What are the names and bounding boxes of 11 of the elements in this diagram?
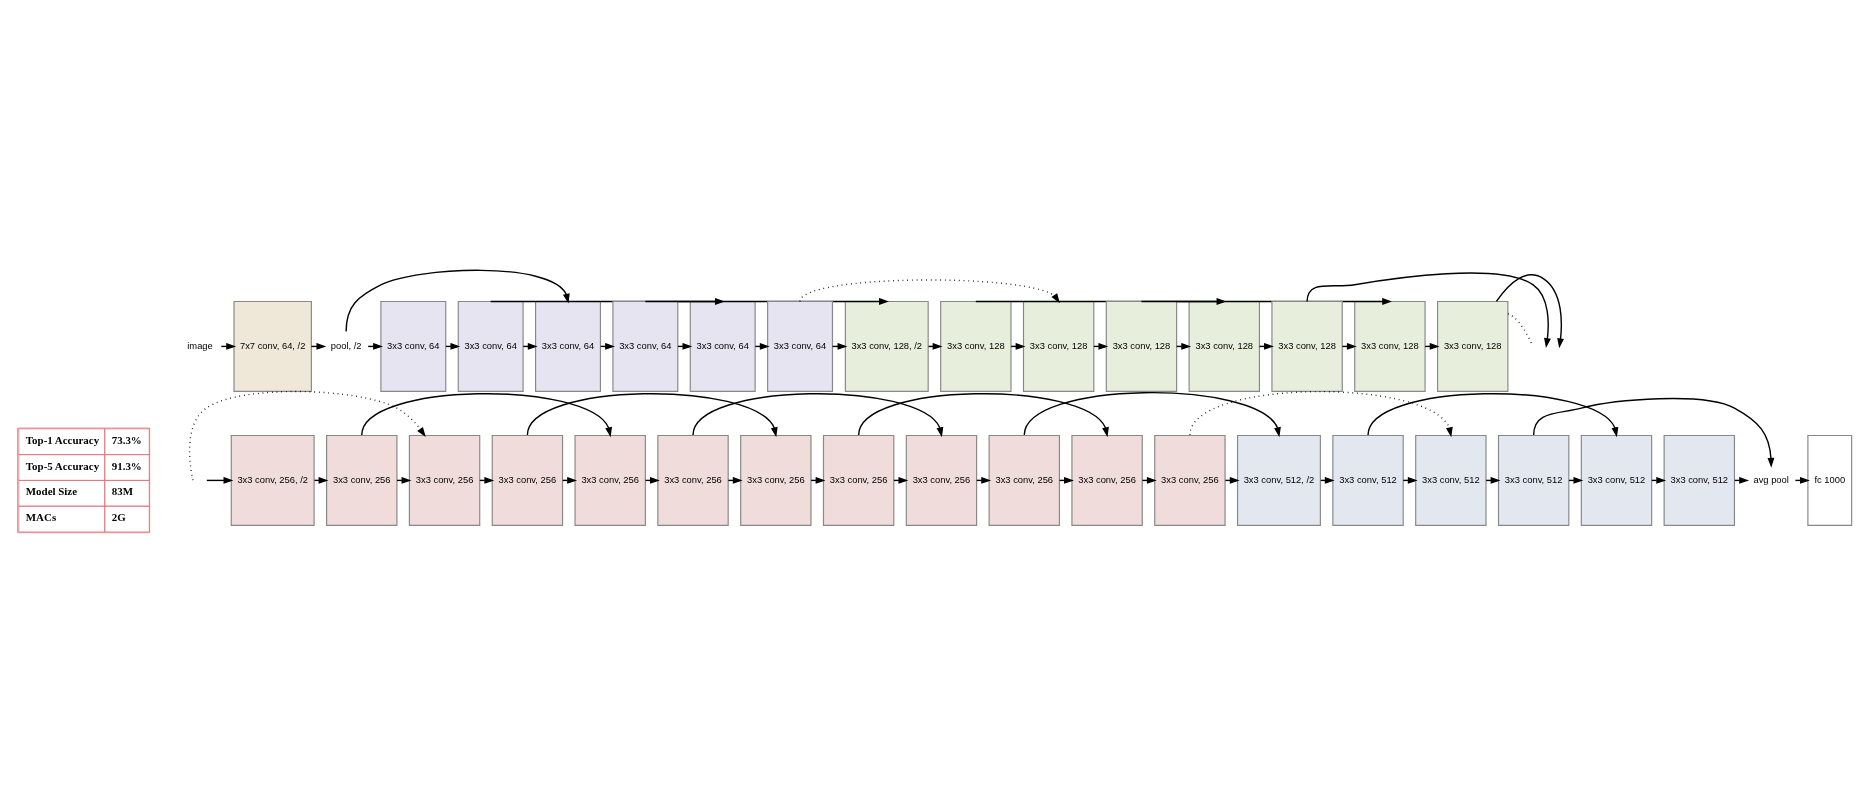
label: MACs xyxy=(25,510,57,523)
label: 83M xyxy=(111,484,133,497)
label: 91.3% xyxy=(111,459,142,472)
node-text: pool, /2 xyxy=(330,340,362,351)
node-text: image xyxy=(187,340,213,351)
node-text: avg pool xyxy=(1753,474,1789,485)
label: Model Size xyxy=(25,484,78,497)
label: Top-1 Accuracy xyxy=(25,433,100,446)
label: Top-5 Accuracy xyxy=(25,459,100,472)
label: 2G xyxy=(111,510,126,523)
label: 73.3% xyxy=(111,433,142,446)
